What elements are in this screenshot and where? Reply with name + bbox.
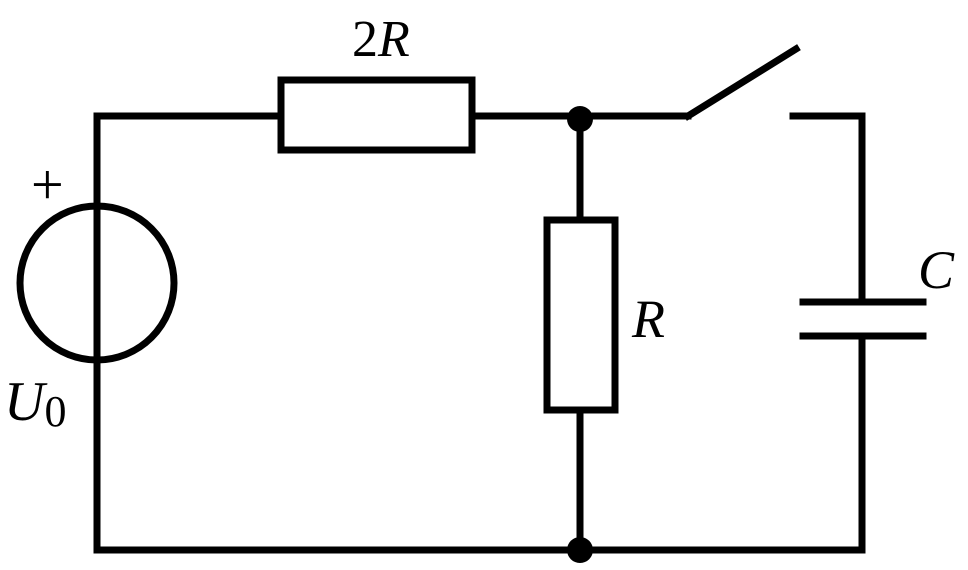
resistor-r (543, 216, 619, 414)
label-u0: U0 (4, 371, 66, 436)
label-2r: 2R (352, 11, 410, 68)
switch-blade (683, 44, 801, 121)
junction-node-top (567, 106, 593, 132)
resistor-2r (277, 76, 476, 154)
junction-node-bottom (567, 537, 593, 563)
label-plus: + (31, 152, 64, 217)
label-c: C (918, 240, 955, 300)
label-r: R (631, 289, 665, 349)
